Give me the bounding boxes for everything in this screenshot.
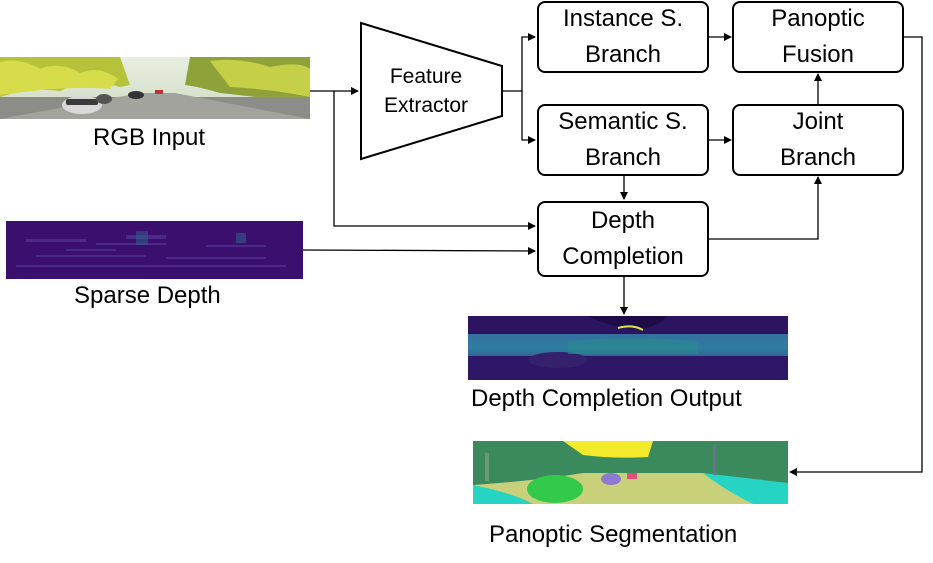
- rgb-input-caption: RGB Input: [93, 124, 206, 151]
- panoptic-segmentation-caption: Panoptic Segmentation: [489, 521, 738, 548]
- instance-branch-block: Instance S.Branch: [537, 1, 709, 73]
- sparse-depth-image: [6, 221, 303, 279]
- rgb-input-image: [0, 57, 310, 119]
- sparse-depth-caption: Sparse Depth: [74, 282, 221, 309]
- depth-completion-output-caption: Depth Completion Output: [471, 385, 742, 412]
- depth-completion-output-image: [468, 316, 788, 380]
- semantic-branch-block: Semantic S.Branch: [537, 104, 709, 176]
- feature-extractor-label: Feature Extractor: [383, 65, 469, 117]
- panoptic-segmentation-image: [473, 441, 788, 504]
- feature-extractor-shape: [360, 21, 503, 161]
